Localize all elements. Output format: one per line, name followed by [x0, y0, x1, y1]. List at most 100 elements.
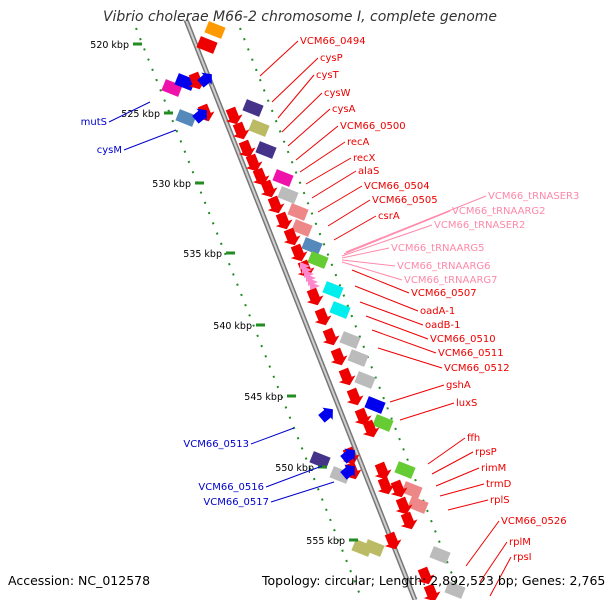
gene-label: VCM66_0500	[340, 121, 406, 132]
gene-block	[175, 109, 197, 127]
label-connector	[277, 74, 315, 119]
gene-arrow	[400, 511, 418, 530]
trna-feature	[310, 282, 320, 290]
gene-block	[196, 36, 218, 54]
gene-label: rimM	[481, 463, 506, 474]
gene-label: VCM66_0494	[300, 36, 366, 47]
trna-gene-label: VCM66_tRNAARG7	[404, 275, 498, 286]
gene-label: csrA	[378, 211, 400, 222]
gene-label: trmD	[486, 479, 512, 490]
label-connector	[311, 170, 357, 199]
label-connector	[439, 483, 485, 497]
gene-label: VCM66_0512	[444, 363, 510, 374]
accession-text: Accession: NC_012578	[8, 573, 151, 588]
gene-block	[291, 219, 313, 237]
trna-gene-label: VCM66_tRNAARG6	[397, 261, 491, 272]
label-connector	[447, 499, 489, 511]
gene-label: oadB-1	[425, 320, 460, 331]
gene-block	[363, 539, 385, 557]
scale-tick-label: 550 kbp	[275, 463, 314, 474]
gene-label: cysP	[320, 53, 343, 64]
label-connector	[295, 125, 339, 161]
gene-arrow	[390, 479, 408, 498]
label-connector	[435, 467, 480, 487]
gene-arrow	[275, 211, 293, 230]
gene-block	[277, 186, 299, 204]
gene-arrow	[384, 531, 402, 550]
gene-arrow	[225, 106, 243, 125]
gene-label: VCM66_0510	[430, 334, 496, 345]
label-connector	[351, 269, 410, 294]
gene-arrow	[306, 287, 324, 306]
trna-label-connector	[341, 259, 396, 267]
gene-arrow-reverse	[318, 407, 333, 423]
scale-tick-label: 525 kbp	[121, 109, 160, 120]
gene-label: luxS	[456, 398, 477, 409]
label-connector	[299, 141, 346, 173]
label-connector	[259, 40, 299, 77]
gene-label: rplS	[490, 495, 510, 506]
gene-label: rpsP	[475, 447, 497, 458]
gene-arrow-reverse	[340, 464, 355, 480]
label-connector	[389, 384, 445, 403]
trna-label-connector	[341, 224, 433, 257]
scale-tick-label: 520 kbp	[90, 40, 129, 51]
label-connector	[281, 92, 323, 133]
trna-label-connector	[341, 261, 403, 281]
gene-arrow	[260, 179, 278, 198]
label-connector	[371, 329, 437, 354]
label-connector	[431, 451, 474, 475]
gene-block	[248, 119, 270, 137]
label-connector	[365, 315, 429, 340]
gene-label: alaS	[358, 166, 379, 177]
gene-label: rplM	[509, 537, 531, 548]
gene-block	[204, 21, 226, 39]
label-connector	[465, 520, 500, 567]
gene-arrow	[252, 167, 270, 186]
gene-label: cysA	[332, 104, 356, 115]
scale-tick-label: 545 kbp	[244, 392, 283, 403]
label-connector	[287, 108, 331, 147]
gene-block	[242, 99, 264, 117]
label-connector-reverse	[265, 465, 323, 488]
label-connector	[479, 541, 508, 583]
label-connector	[333, 215, 377, 241]
gene-block	[401, 481, 423, 499]
gene-block	[272, 169, 294, 187]
map-title: Vibrio cholerae M66-2 chromosome I, comp…	[102, 9, 498, 25]
gene-label: ffh	[467, 433, 480, 444]
label-connector	[327, 199, 371, 227]
label-connector	[354, 285, 419, 312]
gene-label: recX	[353, 153, 376, 164]
gene-label: gshA	[446, 380, 471, 391]
gene-block	[429, 546, 451, 564]
gene-arrow	[362, 419, 380, 438]
gene-arrow	[267, 195, 285, 214]
trna-gene-label: VCM66_tRNASER2	[434, 220, 525, 231]
trna-gene-label: VCM66_tRNASER3	[488, 191, 579, 202]
scale-tick-label: 540 kbp	[213, 321, 252, 332]
gene-arrow	[290, 243, 308, 262]
label-connector	[427, 437, 466, 465]
gene-label: recA	[347, 137, 370, 148]
gene-arrow	[374, 461, 392, 480]
scale-tick-label: 530 kbp	[152, 179, 191, 190]
label-connector-reverse	[108, 101, 151, 123]
gene-arrow-reverse	[197, 72, 212, 88]
label-connector	[317, 185, 363, 213]
gene-label: oadA-1	[420, 306, 455, 317]
gene-block	[329, 466, 351, 484]
gene-block	[307, 251, 329, 269]
gene-label-reverse: mutS	[81, 117, 107, 128]
gene-label-reverse: VCM66_0513	[183, 439, 249, 450]
label-connector-reverse	[250, 427, 295, 445]
gene-label: VCM66_0526	[501, 516, 567, 527]
gene-label: VCM66_0504	[364, 181, 430, 192]
gene-arrow	[346, 387, 364, 406]
gene-block	[287, 203, 309, 221]
gene-label-reverse: VCM66_0516	[198, 482, 264, 493]
label-connector	[305, 157, 352, 185]
gene-arrow	[354, 407, 372, 426]
